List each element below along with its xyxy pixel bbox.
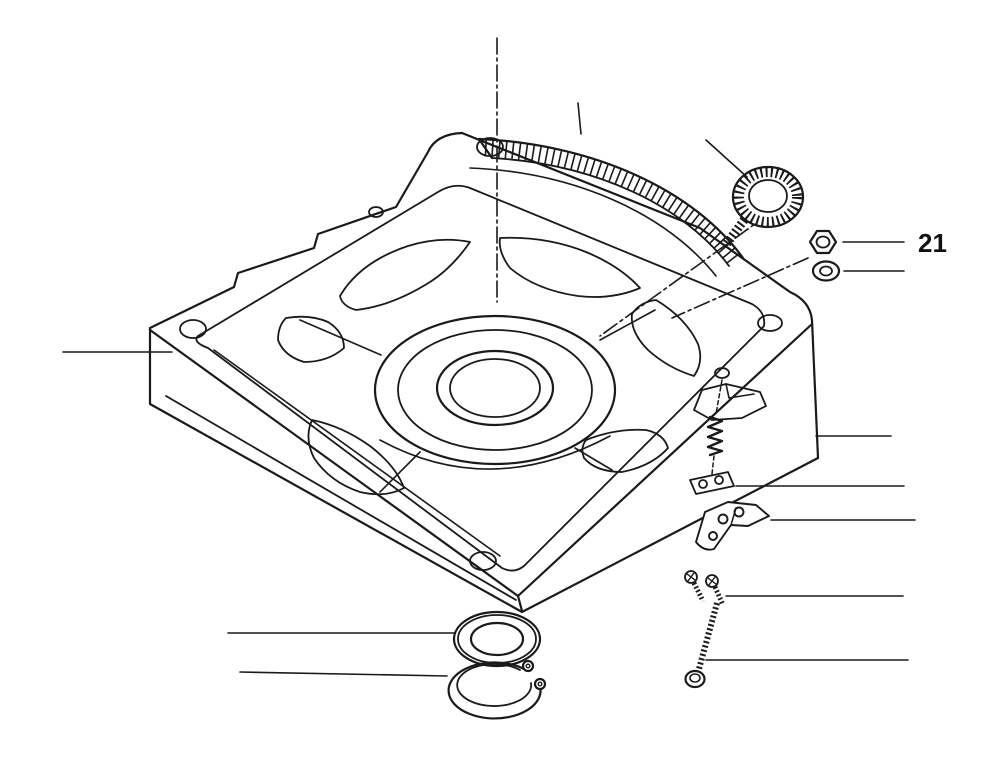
housing-ribs: [299, 309, 656, 493]
knob-thread-shaft: [721, 213, 751, 249]
mounting-holes: [179, 137, 783, 571]
scale-outer-edge: [477, 137, 745, 260]
lock-washer: [811, 260, 841, 282]
screw-a-shank: [691, 581, 706, 603]
spring-link-lower: [711, 455, 715, 475]
hex-nut: [808, 229, 838, 255]
leader-lines: [62, 102, 916, 677]
retaining-ring-lug-1-hole: [537, 681, 543, 687]
hex-nut-body: [808, 229, 838, 255]
tension-spring: [706, 379, 724, 475]
step-hole: [368, 206, 384, 218]
callout-label-21: 21: [918, 228, 947, 258]
clamp-block-body: [689, 471, 735, 495]
knob-knurl: [734, 167, 802, 227]
scale-shadow-arc: [469, 167, 717, 277]
spring-link-upper: [715, 379, 723, 415]
centerlines: [496, 37, 809, 337]
housing-pockets: [277, 236, 702, 496]
leader-knob: [705, 139, 748, 178]
flat-washer-outer: [452, 610, 542, 668]
housing-inner-ledge: [213, 349, 501, 557]
leader-scale: [577, 102, 582, 135]
corner-hole-left: [179, 319, 207, 339]
lock-washer-outer: [811, 260, 841, 282]
pointer-bracket-hole-3: [733, 506, 745, 518]
screw-b-slot: [707, 576, 717, 586]
corner-hole-right: [757, 314, 783, 332]
knob-cap: [748, 179, 788, 213]
lock-washer-hole: [819, 265, 833, 277]
pointer-bracket-hole-1: [708, 531, 718, 541]
retaining-ring-lug-1: [533, 677, 547, 691]
center-boss: [373, 314, 617, 466]
pointer-bracket-body: [695, 501, 770, 551]
corner-hole-front: [469, 551, 497, 571]
carriage-screw-thread: [696, 602, 720, 670]
clamp-block-hole-2: [714, 475, 724, 485]
carriage-screw-head-top: [689, 673, 701, 683]
base-housing: [148, 131, 820, 614]
housing-inner-rim: [195, 184, 766, 572]
scale-inner-edge: [491, 157, 730, 267]
screw-a-slot: [686, 572, 696, 582]
pointer-boss: [693, 383, 767, 421]
carriage-screw: [684, 602, 720, 689]
retaining-ring: [447, 659, 547, 720]
retaining-ring-lug-2: [521, 659, 535, 673]
retaining-ring-lug-2-hole: [525, 663, 531, 669]
spring-hole: [714, 367, 730, 379]
spring-coil: [706, 415, 724, 457]
flat-washer: [452, 610, 542, 668]
housing-silhouette: [148, 131, 820, 614]
retaining-ring-inner: [456, 663, 533, 707]
leader-retaining-ring: [239, 671, 448, 677]
hex-nut-hole: [815, 235, 831, 249]
pointer-bracket-hole-2: [717, 513, 729, 525]
graduated-scale: [469, 137, 745, 277]
drawing-root: [62, 37, 916, 720]
housing-front-corner-edge: [516, 594, 524, 613]
knob-axis-centerline: [599, 212, 771, 337]
pointer-boss-notch: [725, 383, 755, 399]
flat-washer-hole: [469, 621, 525, 657]
nut-axis-centerline: [671, 257, 809, 319]
clamp-block-hole-1: [698, 479, 708, 489]
screw-b-shank: [712, 585, 726, 607]
retaining-ring-outer: [447, 661, 542, 720]
pan-head-screws: [684, 570, 726, 607]
clamp-block: [689, 471, 735, 495]
adjustment-knob: [721, 165, 805, 249]
carriage-screw-head: [684, 669, 706, 689]
housing-wall-inner-line: [165, 395, 517, 601]
pointer-bracket: [695, 501, 770, 551]
